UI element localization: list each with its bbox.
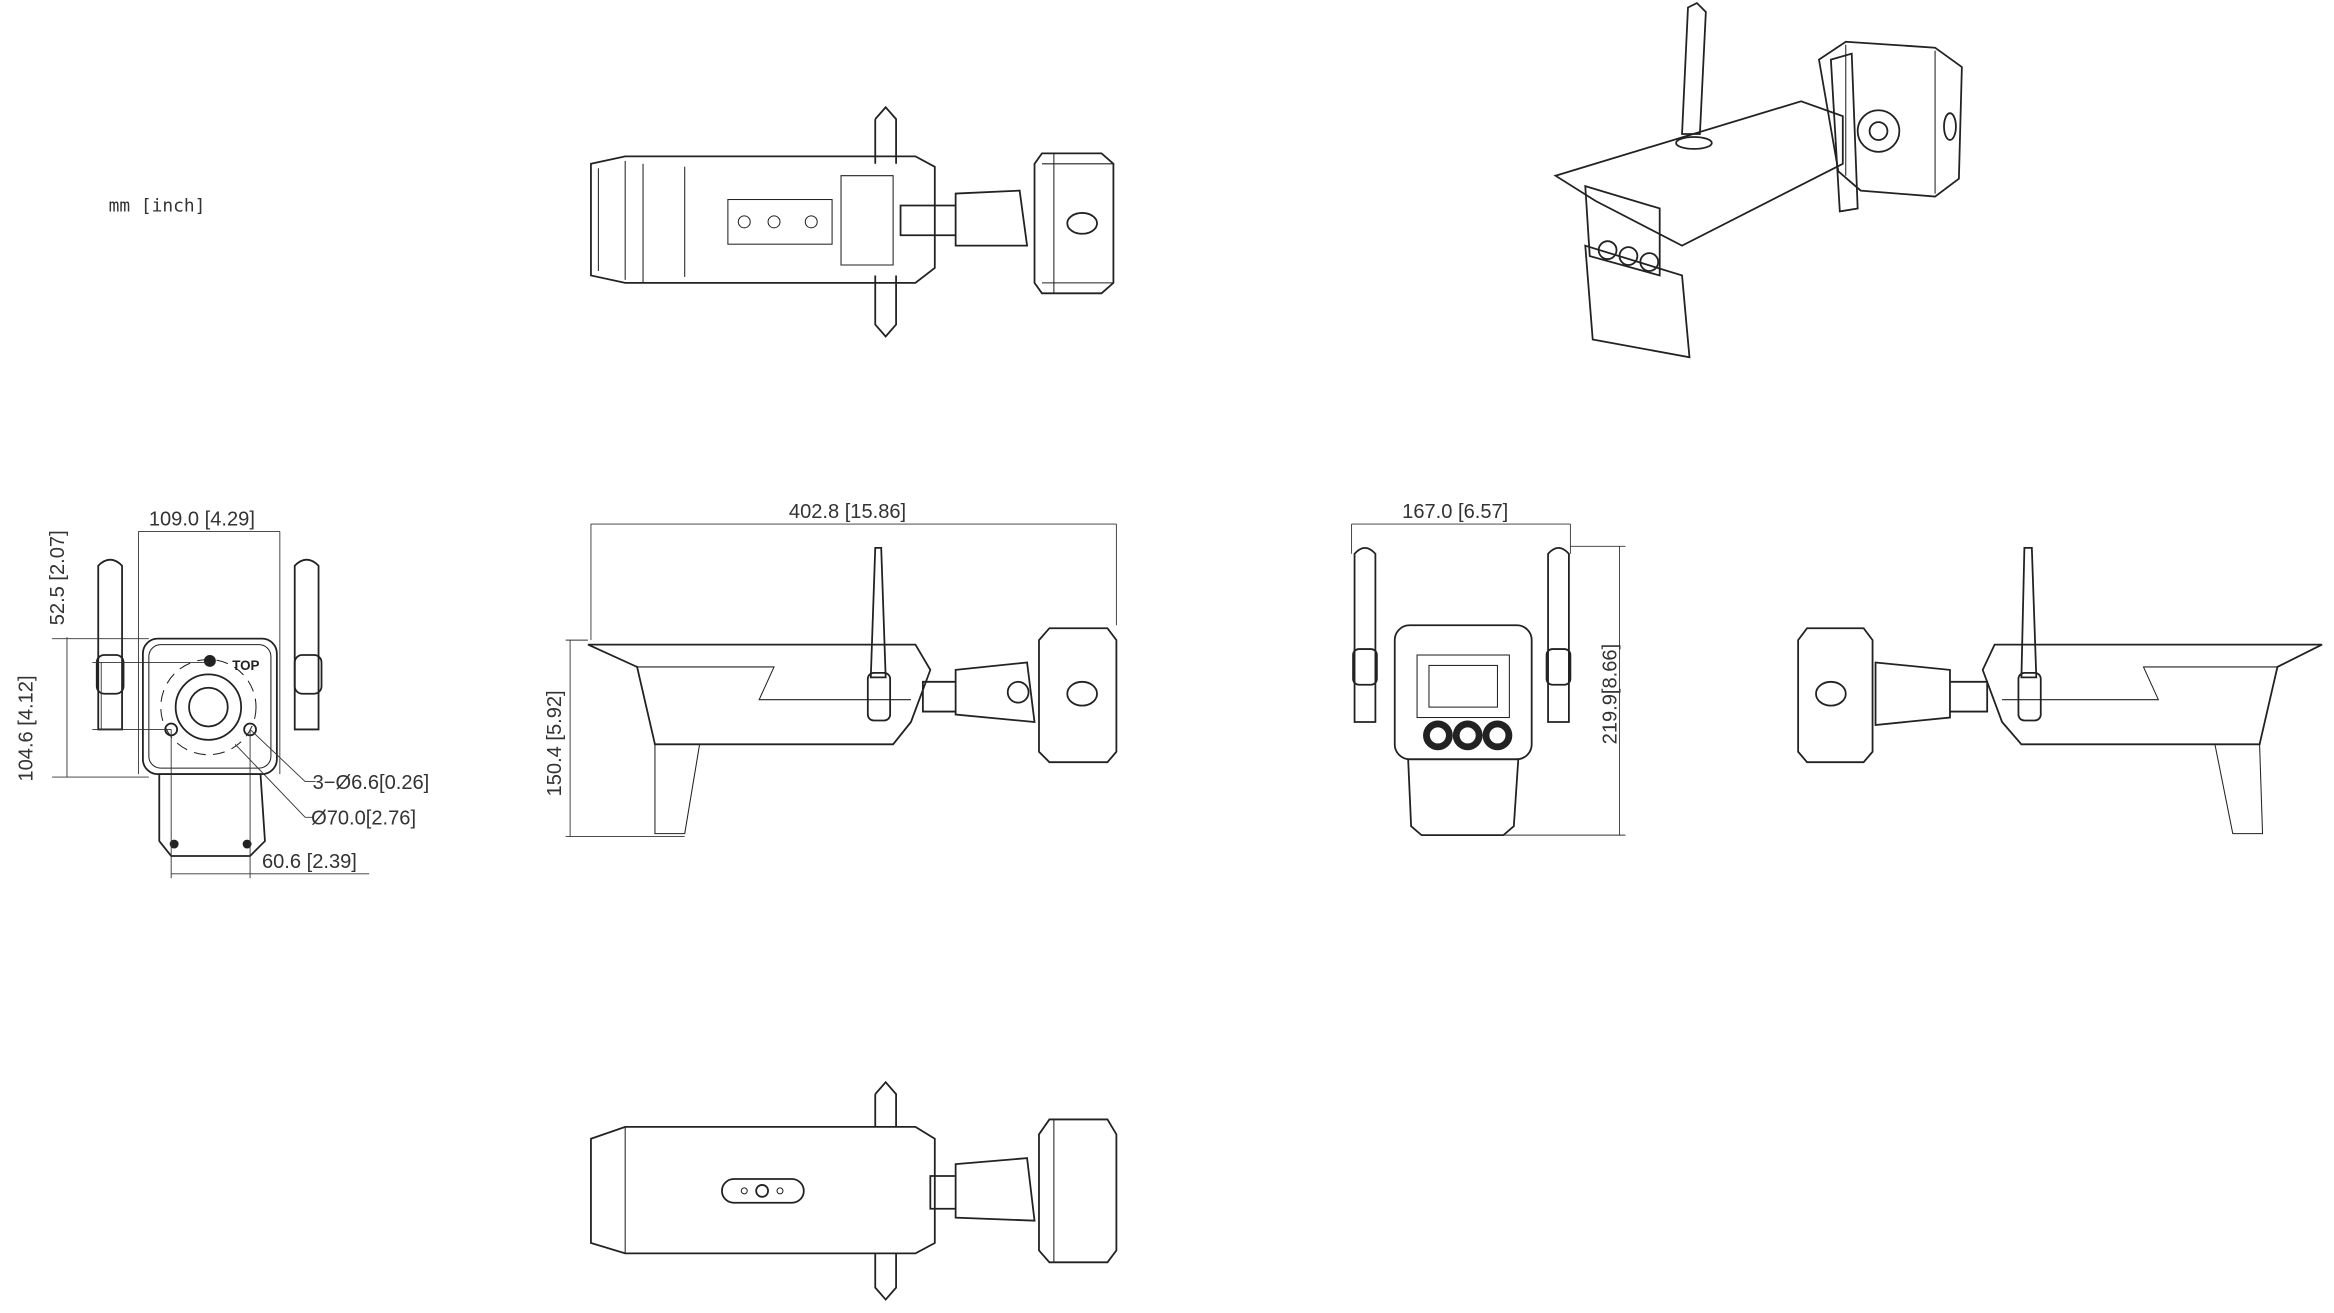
units-label: mm [inch] [109, 195, 206, 216]
dim-front2-width: 167.0 [6.57] [1402, 501, 1508, 523]
dim-front-height: 104.6 [4.12] [16, 675, 38, 781]
side-view-mirrored [1797, 546, 2323, 835]
top-marking: TOP [232, 658, 259, 673]
dim-hole-spacing: 60.6 [2.39] [262, 851, 357, 873]
top-view [590, 105, 1115, 338]
dim-front-mount-height: 52.5 [2.07] [47, 530, 69, 625]
dim-side-height: 150.4 [5.92] [544, 690, 566, 796]
dim-front-width: 109.0 [4.29] [149, 509, 255, 531]
dim-bolt-circle: Ø70.0[2.76] [311, 808, 416, 830]
side-view: 402.8 [15.86] 150.4 [5.92] [544, 501, 1118, 838]
front-view: TOP 109.0 [4.29] 52.5 [2.07] 104.6 [4.12… [16, 509, 429, 879]
dim-front2-height: 219.9[8.66] [1600, 644, 1622, 744]
front-view-2: 167.0 [6.57] 219.9[8.66] [1351, 501, 1626, 837]
dim-hole-spec: 3−Ø6.6[0.26] [313, 772, 430, 794]
bottom-view [590, 1080, 1118, 1301]
dim-side-length: 402.8 [15.86] [789, 501, 906, 523]
isometric-view [1553, 1, 1963, 359]
